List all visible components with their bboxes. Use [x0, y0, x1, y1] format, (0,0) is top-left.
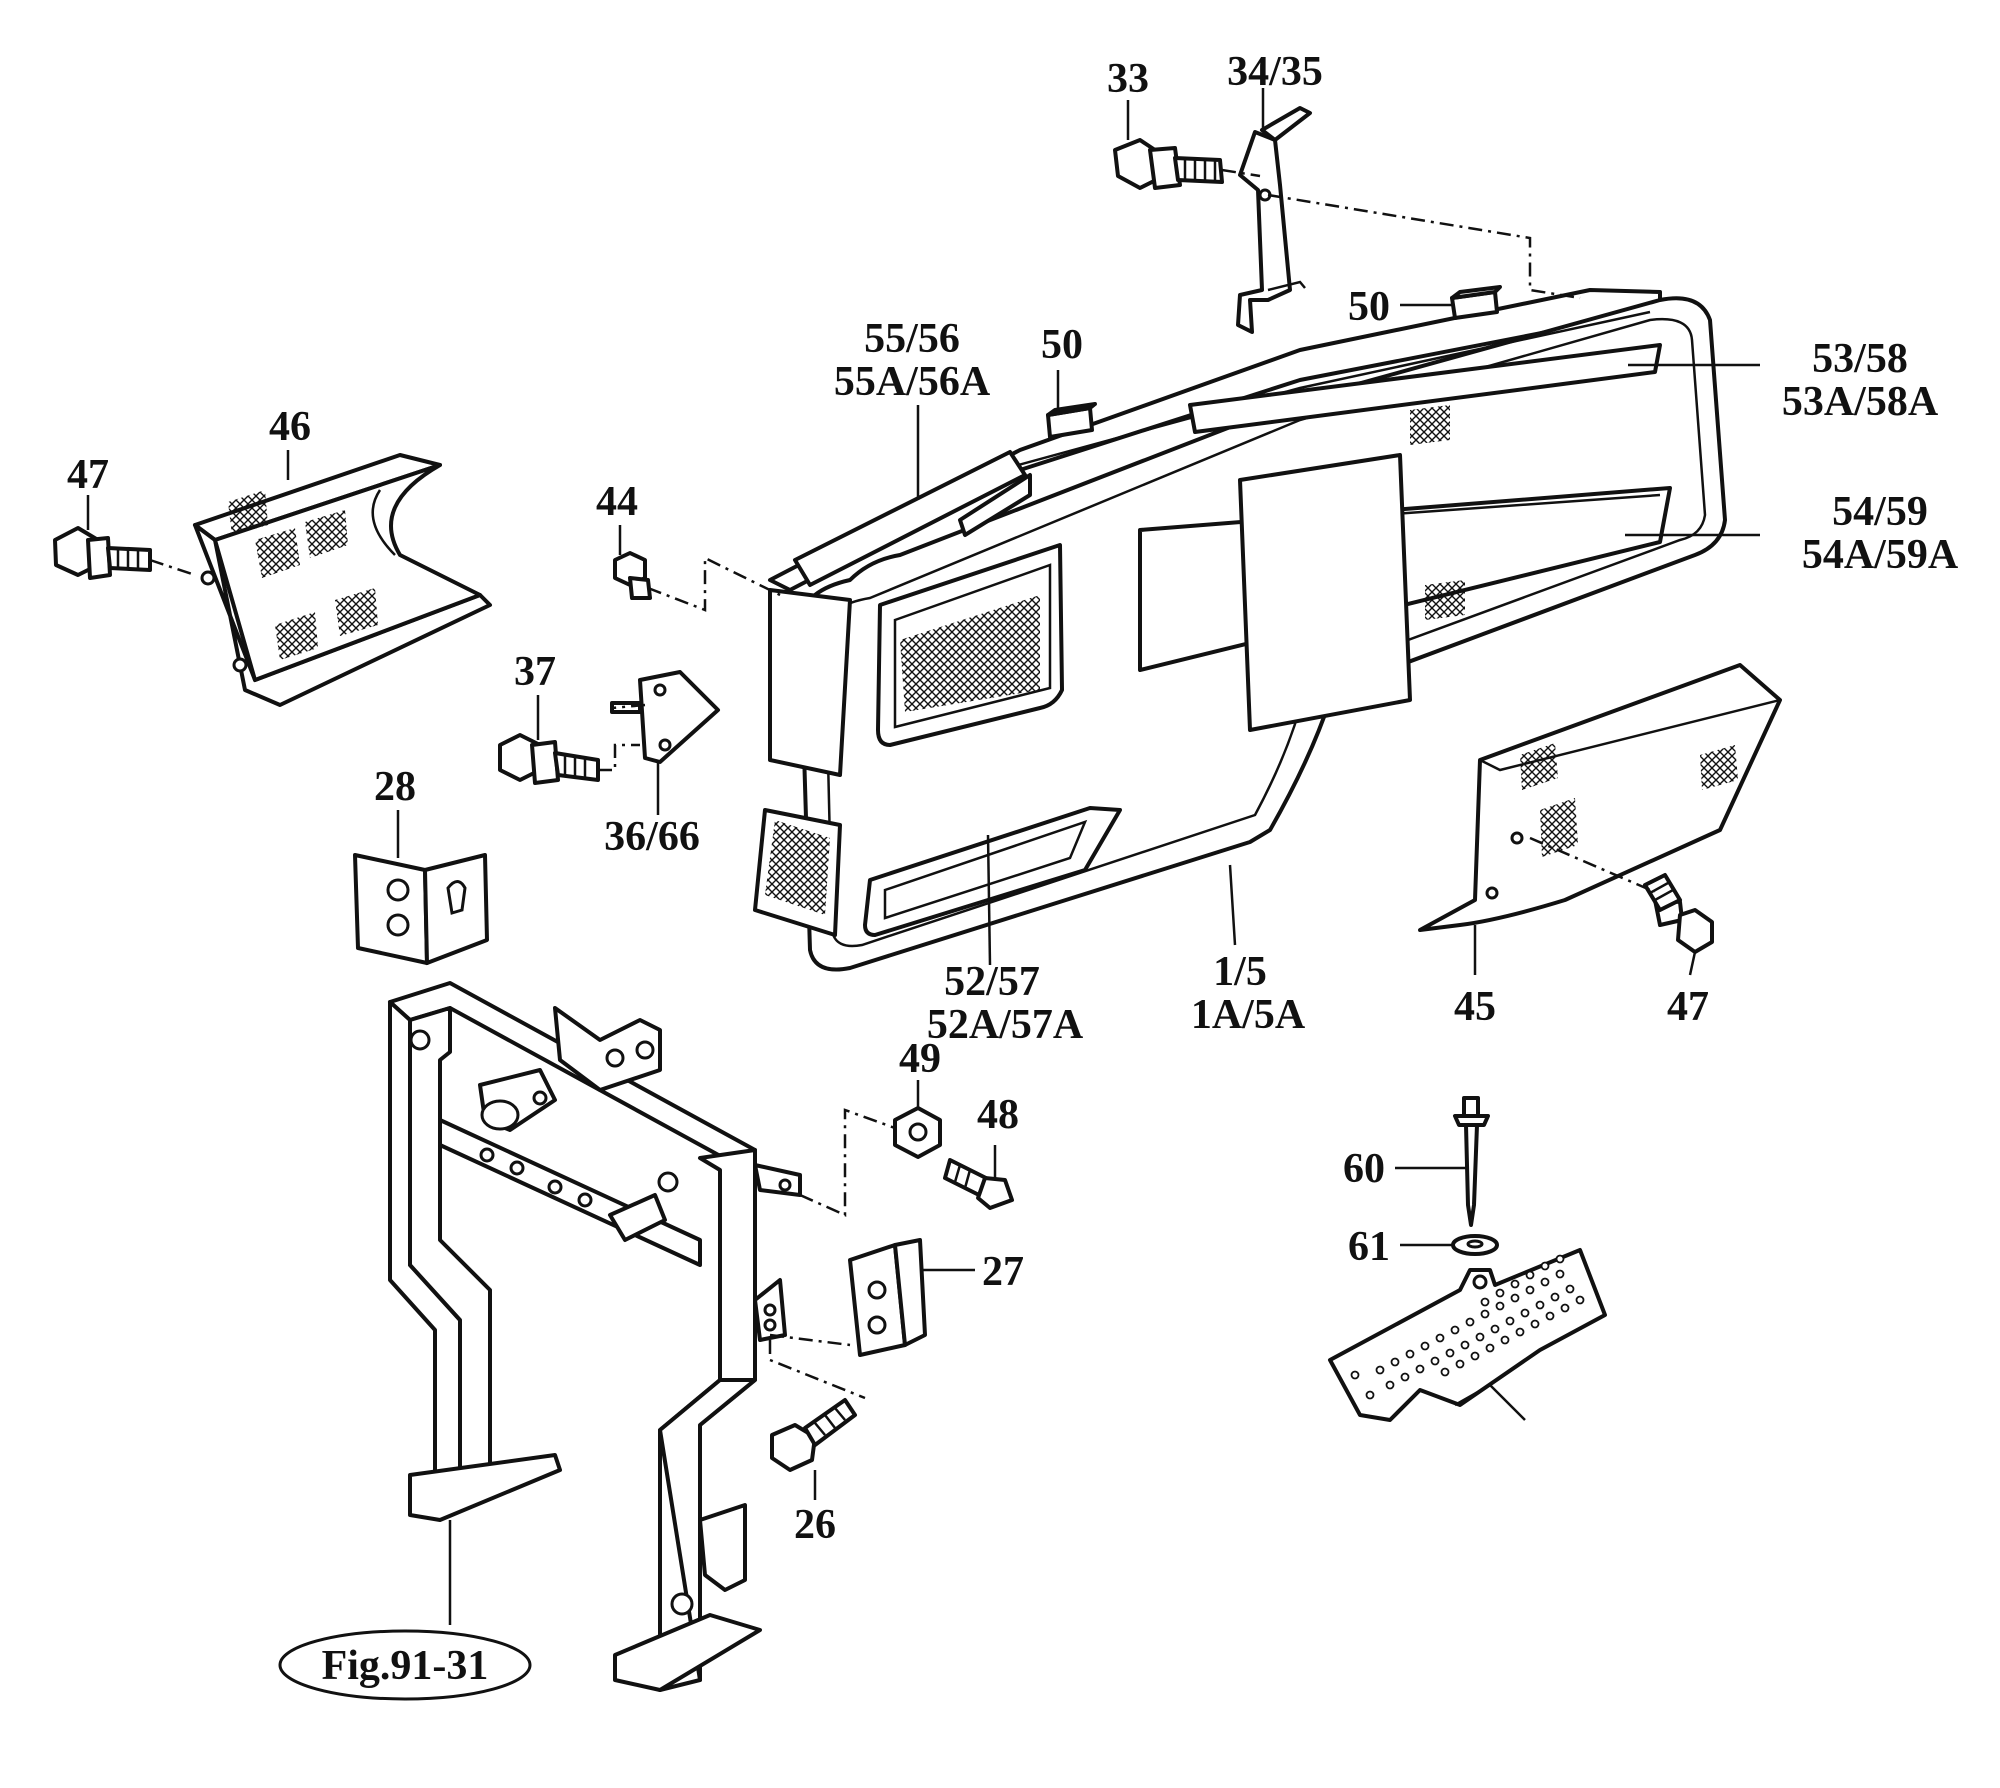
label-47-left: 47 — [67, 452, 109, 498]
label-52A-57A: 52A/57A — [927, 1002, 1084, 1048]
bolt-44 — [613, 551, 652, 600]
connection-lines — [149, 168, 1656, 1400]
label-46: 46 — [269, 404, 311, 450]
bolt-37 — [498, 733, 600, 785]
label-44: 44 — [596, 479, 638, 525]
figure-reference-oval — [278, 1629, 532, 1701]
label-53-58: 53/58 — [1812, 336, 1908, 382]
label-36-66: 36/66 — [604, 814, 700, 860]
bolt-47-right — [1643, 873, 1714, 954]
label-54A-59A: 54A/59A — [1802, 532, 1959, 578]
upper-trim-panel — [793, 450, 1032, 587]
label-52-57: 52/57 — [944, 959, 1040, 1005]
label-45: 45 — [1454, 984, 1496, 1030]
mesh-perforations — [1350, 1254, 1585, 1400]
label-55-56: 55/56 — [864, 316, 960, 362]
label-28: 28 — [374, 764, 416, 810]
label-48: 48 — [977, 1092, 1019, 1138]
rivet-60 — [1453, 1096, 1490, 1227]
label-26: 26 — [794, 1502, 836, 1548]
label-1-5: 1/5 — [1213, 949, 1267, 995]
bolt-33 — [1113, 138, 1224, 190]
label-60: 60 — [1343, 1146, 1385, 1192]
plate-36-66 — [610, 670, 720, 764]
label-50-right: 50 — [1348, 284, 1390, 330]
label-55A-56A: 55A/56A — [834, 359, 991, 405]
support-frame — [388, 981, 802, 1692]
figure-reference-label: Fig.91-31 — [322, 1643, 489, 1689]
label-61: 61 — [1348, 1224, 1390, 1270]
bolt-26 — [770, 1398, 857, 1472]
washer-61 — [1451, 1234, 1499, 1256]
bolt-48 — [943, 1158, 1014, 1210]
cover-46 — [193, 453, 492, 707]
bracket-34-35 — [1236, 106, 1312, 334]
part-labels: 33 34/35 50 50 53/58 53A/58A 54/59 54A/5… — [67, 49, 1959, 1689]
label-33: 33 — [1107, 56, 1149, 102]
leader-lines — [86, 88, 1760, 1625]
bracket-27 — [848, 1238, 927, 1357]
label-1A-5A: 1A/5A — [1191, 992, 1306, 1038]
label-53A-58A: 53A/58A — [1782, 379, 1939, 425]
label-37: 37 — [514, 649, 556, 695]
label-54-59: 54/59 — [1832, 489, 1928, 535]
label-49: 49 — [899, 1036, 941, 1082]
dash-panel — [753, 288, 1727, 972]
nut-49 — [893, 1106, 942, 1159]
mesh-panel — [1328, 1248, 1607, 1422]
clip-50-right — [1450, 285, 1502, 320]
clip-50-top — [1046, 402, 1097, 439]
cover-45 — [1418, 663, 1782, 932]
label-47-right: 47 — [1667, 984, 1709, 1030]
bracket-28 — [353, 853, 489, 965]
bolt-47-left — [53, 526, 152, 580]
label-50-top: 50 — [1041, 322, 1083, 368]
label-34-35: 34/35 — [1227, 49, 1323, 95]
label-27: 27 — [982, 1249, 1024, 1295]
